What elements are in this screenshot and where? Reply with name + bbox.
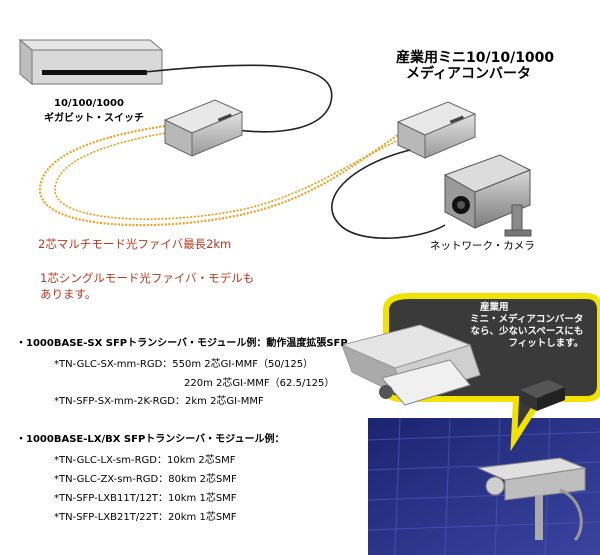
bubble-outline (383, 293, 600, 452)
sx-item-1: *TN-GLC-SX-mm-RGD：550m 2芯GI-MMF（50/125） (54, 359, 314, 370)
bubble-text-line1: 産業用 (480, 302, 509, 313)
media-converter-left-icon (163, 99, 244, 157)
switch-label-line1: 10/100/1000 (54, 98, 124, 109)
fiber-multimode-label: 2芯マルチモード光ファイバ最長2km (38, 237, 232, 251)
sx-item-3: *TN-SFP-SX-mm-2K-RGD：2km 2芯GI-MMF (54, 396, 264, 407)
converter-title-line1: 産業用ミニ10/10/1000 (396, 50, 555, 66)
bubble-text: 産業用 ミニ・メディアコンバータ なら、少ないスペースにも フィットします。 (470, 302, 583, 350)
bubble-text-line4: フィットします。 (508, 338, 584, 349)
copper-cable-left (144, 64, 333, 133)
bubble-text-line2: ミニ・メディアコンバータ (470, 314, 584, 325)
installed-camera-photo (476, 457, 587, 542)
converter-title-line2: メディアコンバータ (406, 66, 532, 82)
bubble-mini-converter (520, 380, 565, 411)
switch-label-line2: ギガビット・スイッチ (44, 113, 144, 124)
converter-title: 産業用ミニ10/10/1000 メディアコンバータ (396, 50, 554, 82)
singlemode-note-line2: あります。 (40, 287, 97, 301)
camera-label: ネットワーク・カメラ (430, 240, 535, 252)
switch-icon (18, 38, 164, 86)
lx-item-3: *TN-SFP-LXB11T/12T：10km 1芯SMF (54, 493, 237, 504)
lx-heading: ・1000BASE-LX/BX SFPトランシーバ・モジュール例： (16, 434, 285, 445)
sx-item-2: 220m 2芯GI-MMF（62.5/125） (184, 378, 335, 389)
singlemode-note: 1芯シングルモード光ファイバ・モデルも あります。 (40, 270, 254, 302)
singlemode-note-line1: 1芯シングルモード光ファイバ・モデルも (40, 271, 255, 285)
switch-label: 10/100/1000 ギガビット・スイッチ (44, 96, 144, 126)
copper-cable-right (331, 149, 446, 239)
fiber-cable (38, 123, 406, 227)
lx-item-2: *TN-GLC-ZX-sm-RGD：80km 2芯SMF (54, 474, 237, 485)
bubble-camera-housing (340, 324, 481, 406)
fiber-cable-2 (54, 131, 406, 220)
bubble-text-line3: なら、少ないスペースにも (470, 326, 584, 337)
sx-heading: ・1000BASE-SX SFPトランシーバ・モジュール例：動作温度拡張SFP (16, 338, 348, 349)
lx-item-1: *TN-GLC-LX-sm-RGD：10km 2芯SMF (54, 455, 236, 466)
camera-icon (443, 154, 532, 237)
media-converter-right-icon (396, 101, 477, 159)
lx-item-4: *TN-SFP-LXB21T/22T：20km 1芯SMF (54, 512, 237, 523)
